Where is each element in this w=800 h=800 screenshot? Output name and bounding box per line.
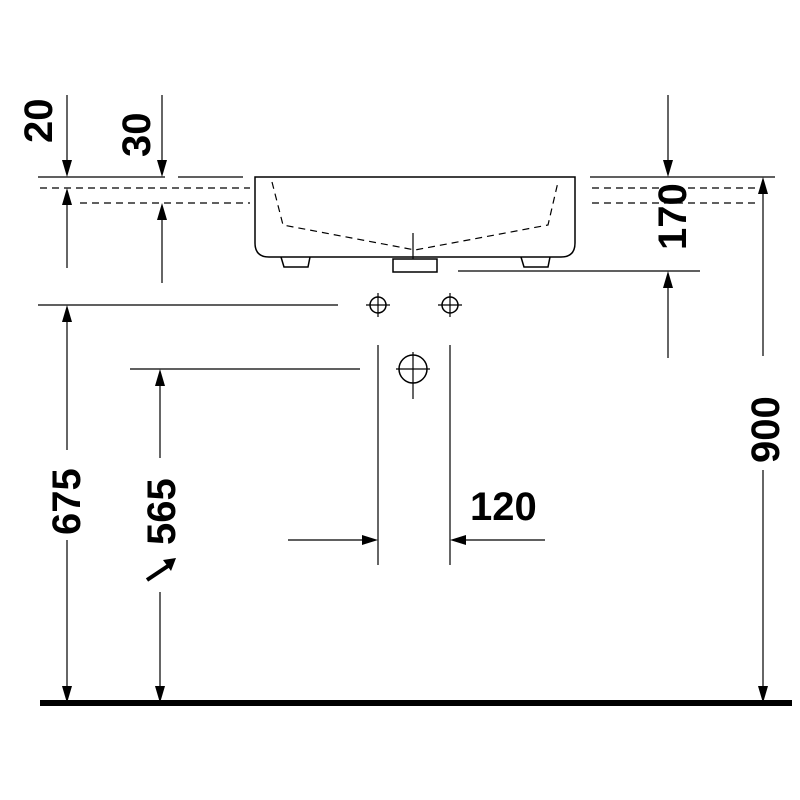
basin-outline — [254, 176, 576, 273]
connection-points — [366, 293, 462, 565]
label-20: 20 — [17, 99, 61, 144]
dimension-120: 120 — [288, 485, 545, 545]
dimension-30: 30 — [115, 95, 167, 283]
label-120: 120 — [470, 485, 537, 529]
label-170: 170 — [651, 183, 695, 250]
reference-lines — [38, 176, 775, 370]
dimension-170: 170 — [651, 95, 695, 358]
pointer-arrow — [145, 558, 176, 582]
dimension-565: 565 — [140, 369, 184, 703]
dimension-900: 900 — [744, 177, 788, 703]
label-900: 900 — [744, 396, 788, 463]
label-30: 30 — [115, 113, 159, 158]
label-675: 675 — [45, 468, 89, 535]
label-565: 565 — [140, 478, 184, 545]
dimension-675: 675 — [45, 305, 89, 703]
dimension-20: 20 — [17, 95, 72, 268]
